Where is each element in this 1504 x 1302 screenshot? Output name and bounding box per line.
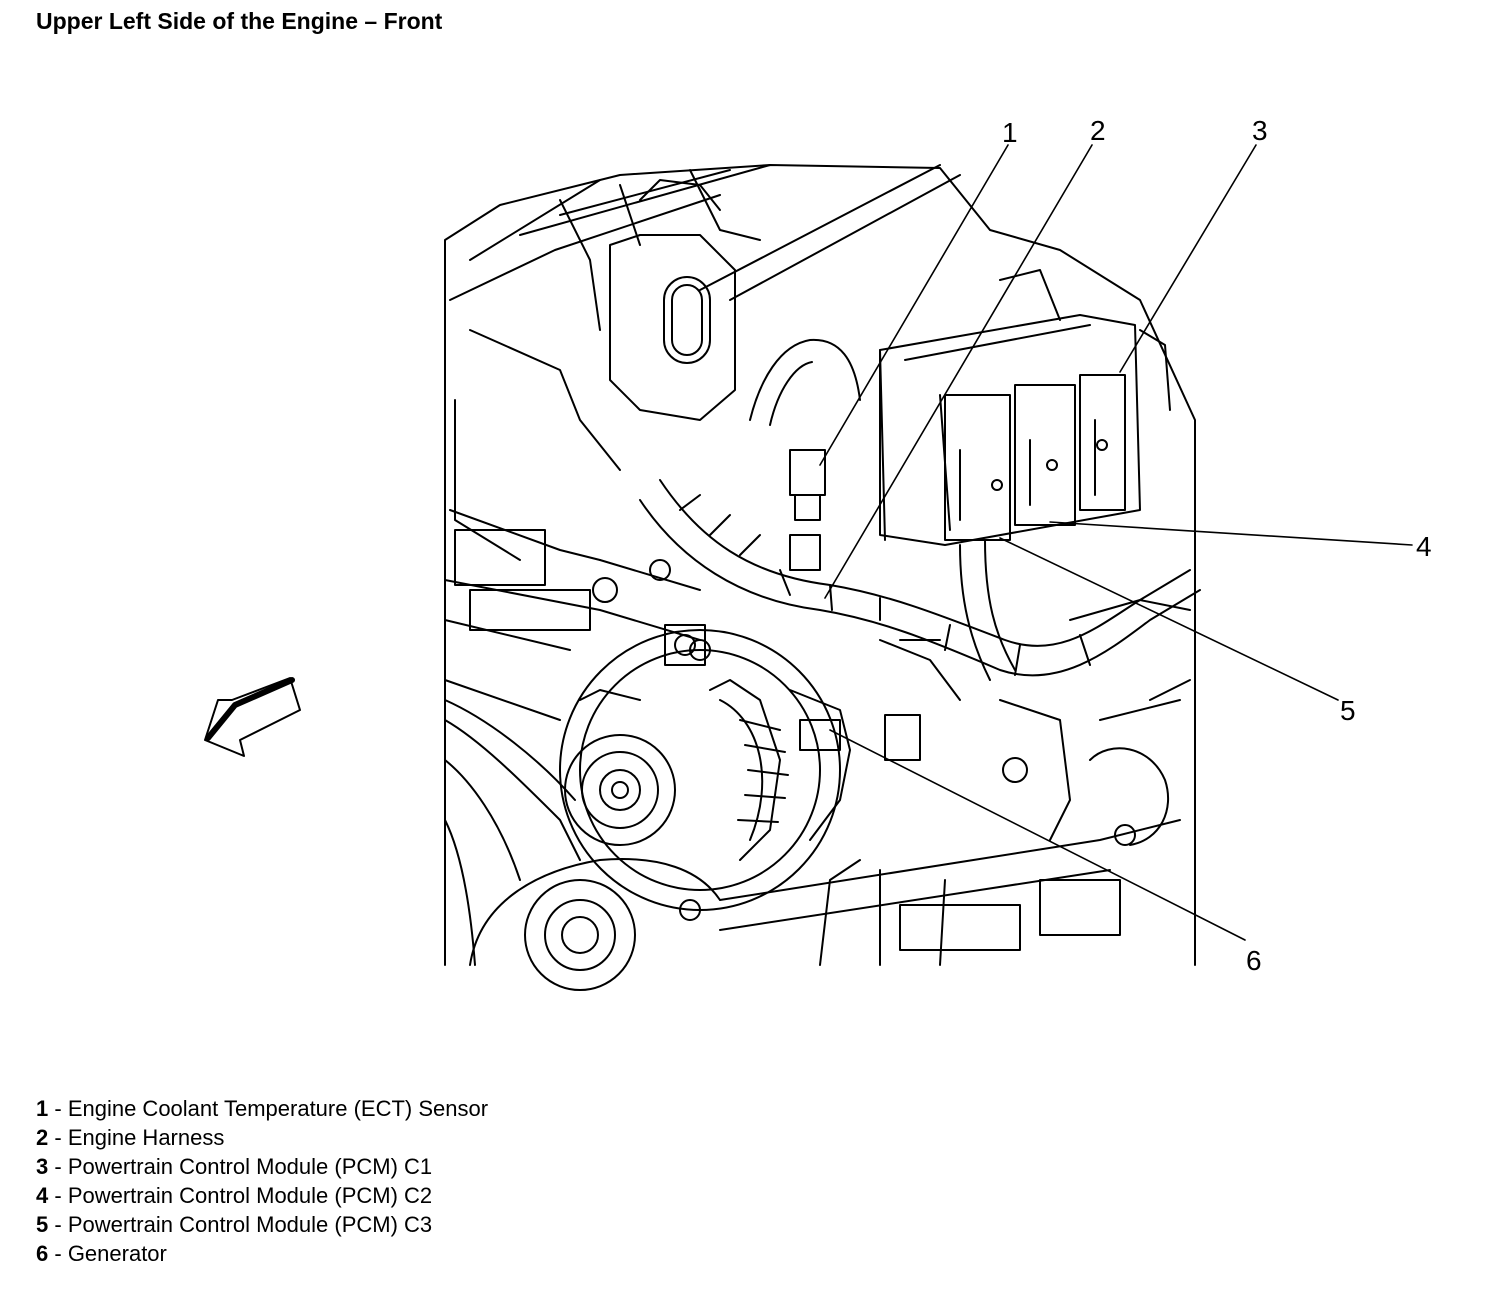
- leader-line-3: [1119, 144, 1257, 373]
- legend-separator: -: [48, 1125, 68, 1150]
- legend-number: 4: [36, 1183, 49, 1208]
- engine-block-outline: [444, 164, 1196, 966]
- legend-number: 6: [36, 1241, 49, 1266]
- diagram-title: Upper Left Side of the Engine – Front: [36, 8, 443, 34]
- legend-text: Engine Coolant Temperature (ECT) Sensor: [67, 1096, 489, 1121]
- callout-6: 6: [1246, 945, 1262, 976]
- leader-line-1: [819, 144, 1009, 466]
- legend-separator: -: [48, 1183, 68, 1208]
- engine-harness: [639, 338, 1201, 701]
- front-direction-arrow: [204, 677, 301, 757]
- pcm-module: [879, 269, 1171, 546]
- callout-1: 1: [1002, 117, 1018, 148]
- callout-5: 5: [1340, 695, 1356, 726]
- drive-belt: [444, 679, 721, 991]
- legend-separator: -: [48, 1096, 68, 1121]
- legend-number: 2: [36, 1125, 49, 1150]
- legend-text: Powertrain Control Module (PCM) C1: [67, 1154, 433, 1179]
- leader-line-6: [829, 729, 1246, 941]
- parts-legend: 1 - Engine Coolant Temperature (ECT) Sen…: [36, 1094, 488, 1268]
- legend-text: Powertrain Control Module (PCM) C2: [67, 1183, 433, 1208]
- legend-separator: -: [48, 1154, 68, 1179]
- callout-4: 4: [1416, 531, 1432, 562]
- legend-number: 3: [36, 1154, 49, 1179]
- legend-item: 5 - Powertrain Control Module (PCM) C3: [36, 1210, 488, 1239]
- callout-2: 2: [1090, 115, 1106, 146]
- ect-sensor: [789, 449, 826, 571]
- legend-text: Powertrain Control Module (PCM) C3: [67, 1212, 433, 1237]
- legend-separator: -: [48, 1212, 68, 1237]
- legend-item: 3 - Powertrain Control Module (PCM) C1: [36, 1152, 488, 1181]
- legend-text: Generator: [67, 1241, 167, 1266]
- legend-item: 4 - Powertrain Control Module (PCM) C2: [36, 1181, 488, 1210]
- legend-number: 5: [36, 1212, 49, 1237]
- legend-item: 6 - Generator: [36, 1239, 488, 1268]
- generator: [559, 629, 921, 921]
- callout-3: 3: [1252, 115, 1268, 146]
- leader-line-4: [1049, 521, 1413, 546]
- leader-line-5: [999, 537, 1339, 701]
- lower-engine-details: [592, 559, 1191, 966]
- leader-lines: [819, 144, 1413, 941]
- legend-text: Engine Harness: [67, 1125, 225, 1150]
- legend-item: 1 - Engine Coolant Temperature (ECT) Sen…: [36, 1094, 488, 1123]
- leader-line-2: [824, 144, 1093, 599]
- legend-separator: -: [48, 1241, 68, 1266]
- legend-item: 2 - Engine Harness: [36, 1123, 488, 1152]
- legend-number: 1: [36, 1096, 49, 1121]
